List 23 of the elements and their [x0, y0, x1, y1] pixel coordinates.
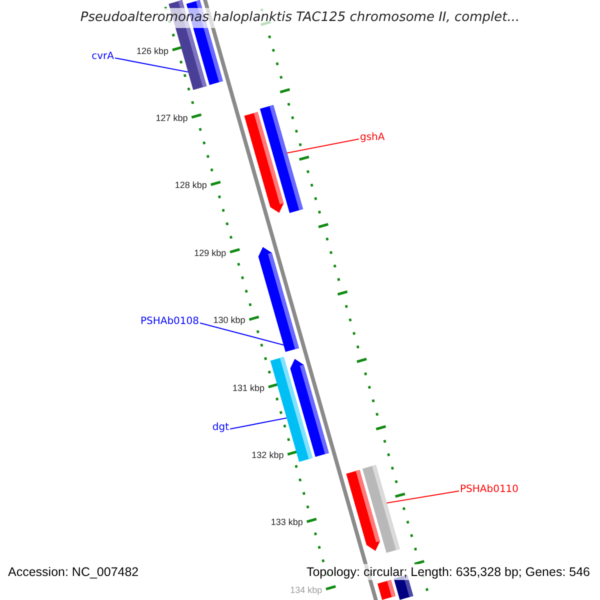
gene-label: gshA	[360, 132, 385, 144]
scale-label: 131 kbp	[232, 382, 264, 394]
scale-label: 129 kbp	[194, 246, 226, 259]
gene-segment	[362, 464, 400, 553]
footer-text: Topology: circular; Length: 635,328 bp; Genes: 546	[306, 564, 590, 580]
gene-segment	[378, 580, 396, 600]
scale-label: 128 kbp	[174, 179, 207, 192]
leader-line	[286, 138, 360, 154]
gene-segment	[258, 246, 299, 352]
gene-segment	[290, 358, 329, 457]
gene-label: cvrA	[92, 51, 114, 63]
scale-label: 132 kbp	[252, 448, 284, 461]
footer-text: Accession: NC_007482	[8, 564, 139, 580]
gene-label: PSHAb0108	[140, 316, 199, 328]
scale-label: 126 kbp	[136, 44, 169, 57]
scale-label: 134 kbp	[290, 584, 322, 596]
gene-label: dgt	[212, 422, 229, 434]
scale-label: 133 kbp	[270, 516, 303, 528]
scale-label: 127 kbp	[156, 112, 188, 124]
gene-label: PSHAb0110	[460, 484, 519, 496]
scale-label: 130 kbp	[213, 314, 246, 326]
leader-line	[386, 490, 460, 504]
gene-segment	[260, 104, 304, 213]
